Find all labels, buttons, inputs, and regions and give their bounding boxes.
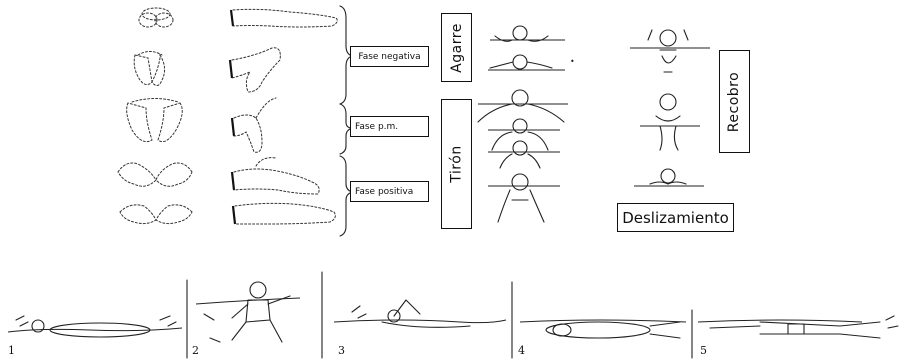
positive-phase-label: Fase positiva xyxy=(350,181,429,202)
deslizamiento-label: Deslizamiento xyxy=(617,203,734,232)
step-number-1: 1 xyxy=(8,344,15,357)
recobro-label: Recobro xyxy=(727,71,743,131)
swimmer-step-5 xyxy=(698,316,898,338)
step-number-5: 5 xyxy=(700,344,707,357)
hand-sketch-2 xyxy=(134,52,164,86)
arm-sketch-3 xyxy=(232,98,276,152)
tiron-label: Tirón xyxy=(449,145,465,182)
swimmer-front-sketches: • xyxy=(478,26,575,222)
arm-sketch-1 xyxy=(231,9,337,27)
negative-phase-label: Fase negativa xyxy=(350,46,429,67)
step-number-3: 3 xyxy=(338,344,345,357)
hand-sketch-1 xyxy=(139,8,173,27)
arm-sketch-2 xyxy=(230,48,280,92)
agarre-label-box: Agarre xyxy=(441,13,472,82)
hand-sketch-5 xyxy=(120,205,192,224)
recovery-swimmer-sketches xyxy=(630,30,710,186)
swimmer-sequence xyxy=(8,272,898,358)
pm-phase-label: Fase p.m. xyxy=(350,116,429,137)
hand-sketch-4 xyxy=(118,163,192,186)
agarre-label: Agarre xyxy=(449,23,465,73)
arm-sketch-4 xyxy=(232,158,319,194)
swimmer-step-2 xyxy=(196,282,300,342)
swimmer-step-1 xyxy=(8,316,182,337)
arm-sketch-5 xyxy=(233,203,335,224)
recobro-label-box: Recobro xyxy=(719,50,750,153)
step-number-2: 2 xyxy=(192,344,199,357)
step-number-4: 4 xyxy=(518,344,525,357)
hand-sketch-3 xyxy=(127,99,183,142)
swimmer-step-4 xyxy=(520,320,686,338)
svg-text:•: • xyxy=(570,57,575,66)
tiron-label-box: Tirón xyxy=(441,99,472,229)
swimmer-step-3 xyxy=(334,300,506,327)
